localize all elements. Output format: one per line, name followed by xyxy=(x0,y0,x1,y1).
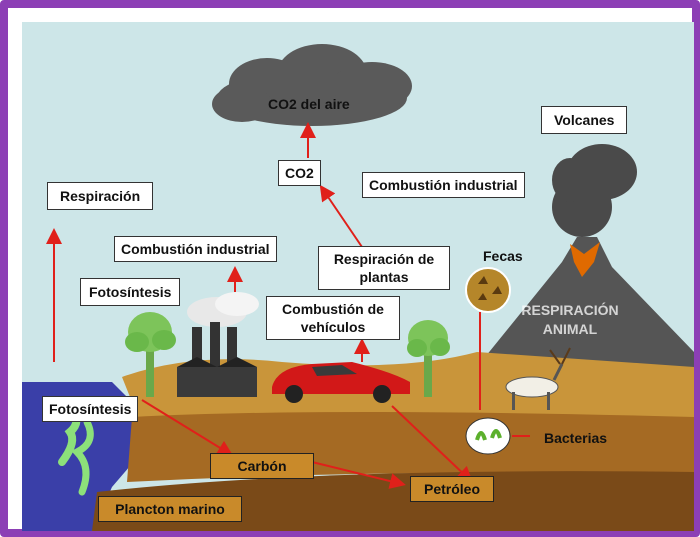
cloud xyxy=(212,44,412,126)
flow-arrows xyxy=(46,122,530,489)
fotosintesis-lower-label: Fotosíntesis xyxy=(42,396,139,422)
respiracion-plantas-label: Respiración de plantas xyxy=(318,246,450,290)
fecas-icon xyxy=(465,267,511,313)
volcanes-label: Volcanes xyxy=(541,106,628,134)
combustion-vehiculos-label: Combustión de vehículos xyxy=(266,296,400,340)
volcano-label-2: ANIMAL xyxy=(543,321,598,337)
tree-left xyxy=(125,312,176,397)
fotosintesis-upper-label: Fotosíntesis xyxy=(80,278,181,306)
car xyxy=(272,362,410,403)
respiracion-label: Respiración xyxy=(47,182,154,210)
tree-right xyxy=(407,320,450,397)
carbon-label: Carbón xyxy=(210,453,314,479)
volcano-smoke xyxy=(552,144,637,237)
factory xyxy=(177,292,259,397)
fecas-label: Fecas xyxy=(483,248,523,264)
petroleo-label: Petróleo xyxy=(410,476,494,502)
deer xyxy=(505,347,571,410)
combustion-industrial-left-label: Combustión industrial xyxy=(114,236,277,262)
volcano-label: RESPIRACIÓN xyxy=(521,301,618,318)
volcano xyxy=(477,237,694,372)
co2-air-label: CO2 del aire xyxy=(268,96,350,112)
combustion-industrial-right-label: Combustión industrial xyxy=(362,172,525,198)
bacteria-icon xyxy=(465,417,511,455)
bacterias-label: Bacterias xyxy=(544,430,608,446)
co2-label: CO2 xyxy=(278,160,321,186)
carbon-cycle-scene: RESPIRACIÓN ANIMAL CO2 del aire CO2 Volc… xyxy=(22,22,694,531)
plancton-label: Plancton marino xyxy=(98,496,242,522)
ground-bottom xyxy=(92,471,694,531)
